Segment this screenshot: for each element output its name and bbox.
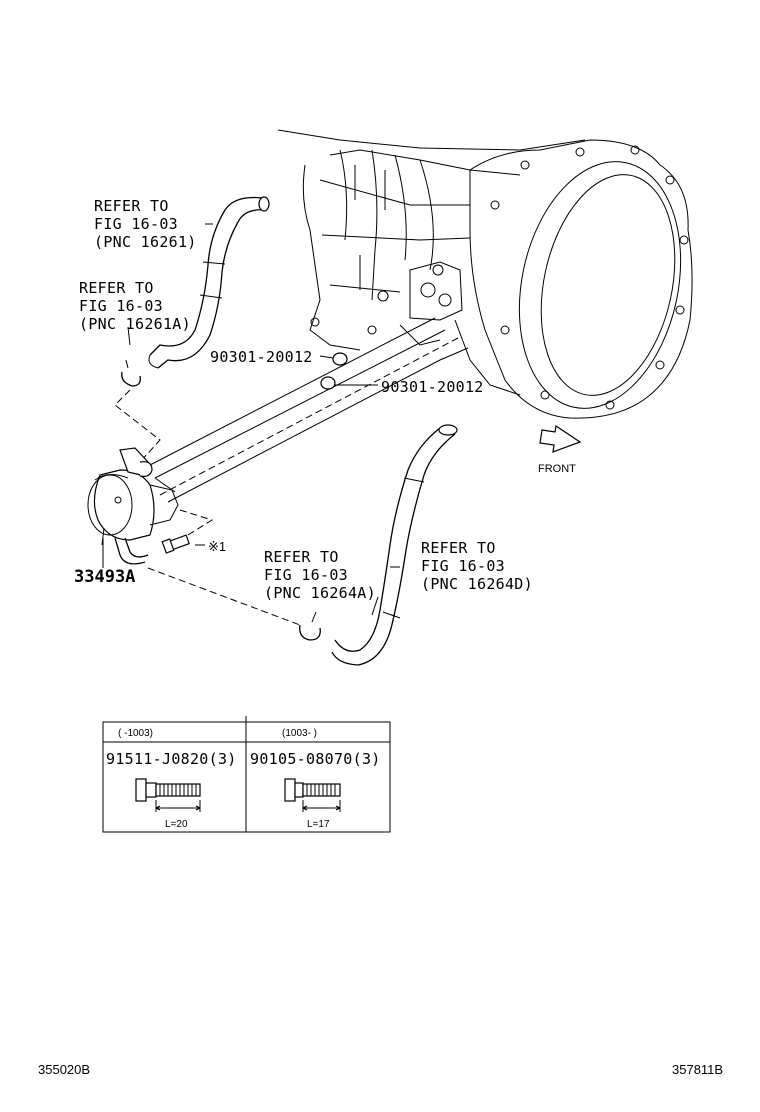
- svg-text:FIG 16-03: FIG 16-03: [79, 297, 163, 315]
- footer-right-code: 357811B: [672, 1062, 723, 1077]
- front-arrow-icon: [539, 424, 582, 453]
- bolt-col1-length: L=20: [165, 819, 188, 830]
- callout-gasket-a: 90301-20012: [210, 348, 313, 366]
- bolt-col2-range: (1003- ): [282, 728, 317, 739]
- cooler-bolt: [161, 509, 214, 554]
- bolt-col2-length: L=17: [307, 819, 330, 830]
- callout-clamp-upper: REFER TO FIG 16-03 (PNC 16261A): [79, 279, 191, 333]
- lower-clamp: [299, 611, 321, 641]
- svg-text:REFER TO: REFER TO: [79, 279, 154, 297]
- svg-text:FIG 16-03: FIG 16-03: [94, 215, 178, 233]
- bolt-table: ( -1003) (1003- ) 91511-J0820(3) 90105-0…: [102, 716, 391, 833]
- bolt-icon-long: [135, 778, 201, 812]
- lower-hose: [331, 424, 458, 666]
- upper-clamp: [121, 359, 141, 387]
- gasket-upper: [319, 352, 348, 366]
- callout-hose-upper: REFER TO FIG 16-03 (PNC 16261): [94, 197, 197, 251]
- callout-gasket-b: 90301-20012: [381, 378, 484, 396]
- cooler-lines: [149, 317, 469, 503]
- callout-hose-lower: REFER TO FIG 16-03 (PNC 16264D): [421, 539, 533, 593]
- bolt-icon-short: [284, 778, 341, 812]
- svg-text:REFER TO: REFER TO: [264, 548, 339, 566]
- gasket-lower: [320, 376, 378, 390]
- bolt-col1-range: ( -1003): [118, 728, 153, 739]
- svg-text:(PNC 16261A): (PNC 16261A): [79, 315, 191, 333]
- svg-text:(PNC 16264D): (PNC 16264D): [421, 575, 533, 593]
- svg-text:REFER TO: REFER TO: [421, 539, 496, 557]
- svg-text:(PNC 16261): (PNC 16261): [94, 233, 197, 251]
- callout-clamp-lower: REFER TO FIG 16-03 (PNC 16264A): [264, 548, 376, 602]
- svg-text:FIG 16-03: FIG 16-03: [421, 557, 505, 575]
- oil-cooler: [87, 447, 179, 565]
- callout-cooler: 33493A: [74, 567, 135, 587]
- bolt-col2-part: 90105-08070(3): [250, 750, 381, 768]
- footer-left-code: 355020B: [38, 1062, 90, 1077]
- callout-bolt-mark: ※1: [208, 539, 226, 554]
- transmission-housing: [277, 129, 693, 419]
- upper-hose: [148, 196, 270, 369]
- callout-front: FRONT: [538, 463, 576, 475]
- svg-text:FIG 16-03: FIG 16-03: [264, 566, 348, 584]
- svg-text:REFER TO: REFER TO: [94, 197, 169, 215]
- bolt-col1-part: 91511-J0820(3): [106, 750, 237, 768]
- svg-text:(PNC 16264A): (PNC 16264A): [264, 584, 376, 602]
